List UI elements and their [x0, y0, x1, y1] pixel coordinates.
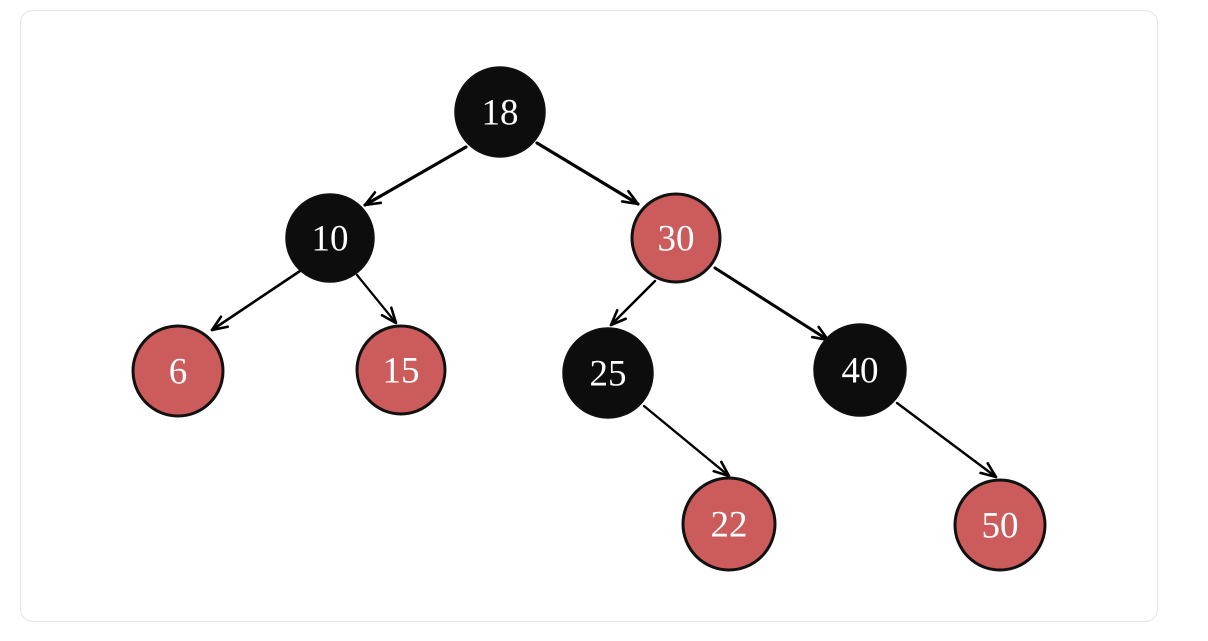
edge-line: [363, 145, 468, 207]
edge-line: [713, 266, 830, 342]
tree-nodes-layer: 18 10 30 6 15 25 40 22 50: [131, 66, 1047, 572]
node-circle-red[interactable]: [131, 324, 225, 418]
edge-arrowhead-icon: [609, 308, 628, 327]
node-circle-black[interactable]: [285, 193, 375, 283]
node-circle-red[interactable]: [681, 476, 777, 572]
tree-node-18[interactable]: 18: [454, 66, 546, 158]
edge-line: [210, 269, 302, 332]
node-circle-red[interactable]: [630, 192, 722, 284]
node-label: 6: [169, 352, 188, 393]
node-circle-black[interactable]: [454, 66, 546, 158]
tree-edge-n18-to-n30: [535, 141, 640, 206]
tree-node-25[interactable]: 25: [562, 327, 654, 419]
edge-arrowhead-icon: [979, 462, 998, 479]
node-circle-red[interactable]: [355, 324, 447, 416]
tree-edge-n30-to-n25: [609, 279, 657, 327]
tree-edge-n10-to-n6: [210, 269, 302, 332]
node-label: 10: [312, 219, 349, 260]
tree-node-30[interactable]: 30: [630, 192, 722, 284]
edge-arrowhead-icon: [380, 306, 398, 325]
tree-node-50[interactable]: 50: [953, 478, 1047, 572]
tree-edge-n18-to-n10: [363, 145, 468, 207]
tree-edge-n25-to-n22: [642, 404, 731, 478]
edge-line: [535, 141, 640, 206]
edge-line: [895, 401, 998, 479]
node-circle-red[interactable]: [953, 478, 1047, 572]
node-label: 22: [711, 505, 748, 546]
tree-edges-layer: [210, 141, 998, 479]
node-label: 15: [383, 351, 420, 392]
tree-node-10[interactable]: 10: [285, 193, 375, 283]
node-label: 25: [590, 354, 627, 395]
tree-node-40[interactable]: 40: [813, 323, 907, 417]
edge-line: [642, 404, 731, 478]
tree-node-6[interactable]: 6: [131, 324, 225, 418]
edge-line: [609, 279, 657, 327]
node-circle-black[interactable]: [813, 323, 907, 417]
tree-edge-n40-to-n50: [895, 401, 998, 479]
edge-arrowhead-icon: [620, 189, 640, 206]
edge-arrowhead-icon: [210, 315, 229, 332]
node-label: 40: [842, 351, 879, 392]
node-label: 50: [982, 506, 1019, 547]
edge-arrowhead-icon: [712, 460, 731, 478]
node-label: 30: [658, 219, 695, 260]
tree-edge-n10-to-n15: [355, 273, 398, 325]
node-label: 18: [482, 93, 519, 134]
edge-arrowhead-icon: [363, 191, 383, 207]
edge-line: [355, 273, 398, 325]
node-circle-black[interactable]: [562, 327, 654, 419]
tree-edge-n30-to-n40: [713, 266, 830, 342]
tree-node-22[interactable]: 22: [681, 476, 777, 572]
tree-node-15[interactable]: 15: [355, 324, 447, 416]
